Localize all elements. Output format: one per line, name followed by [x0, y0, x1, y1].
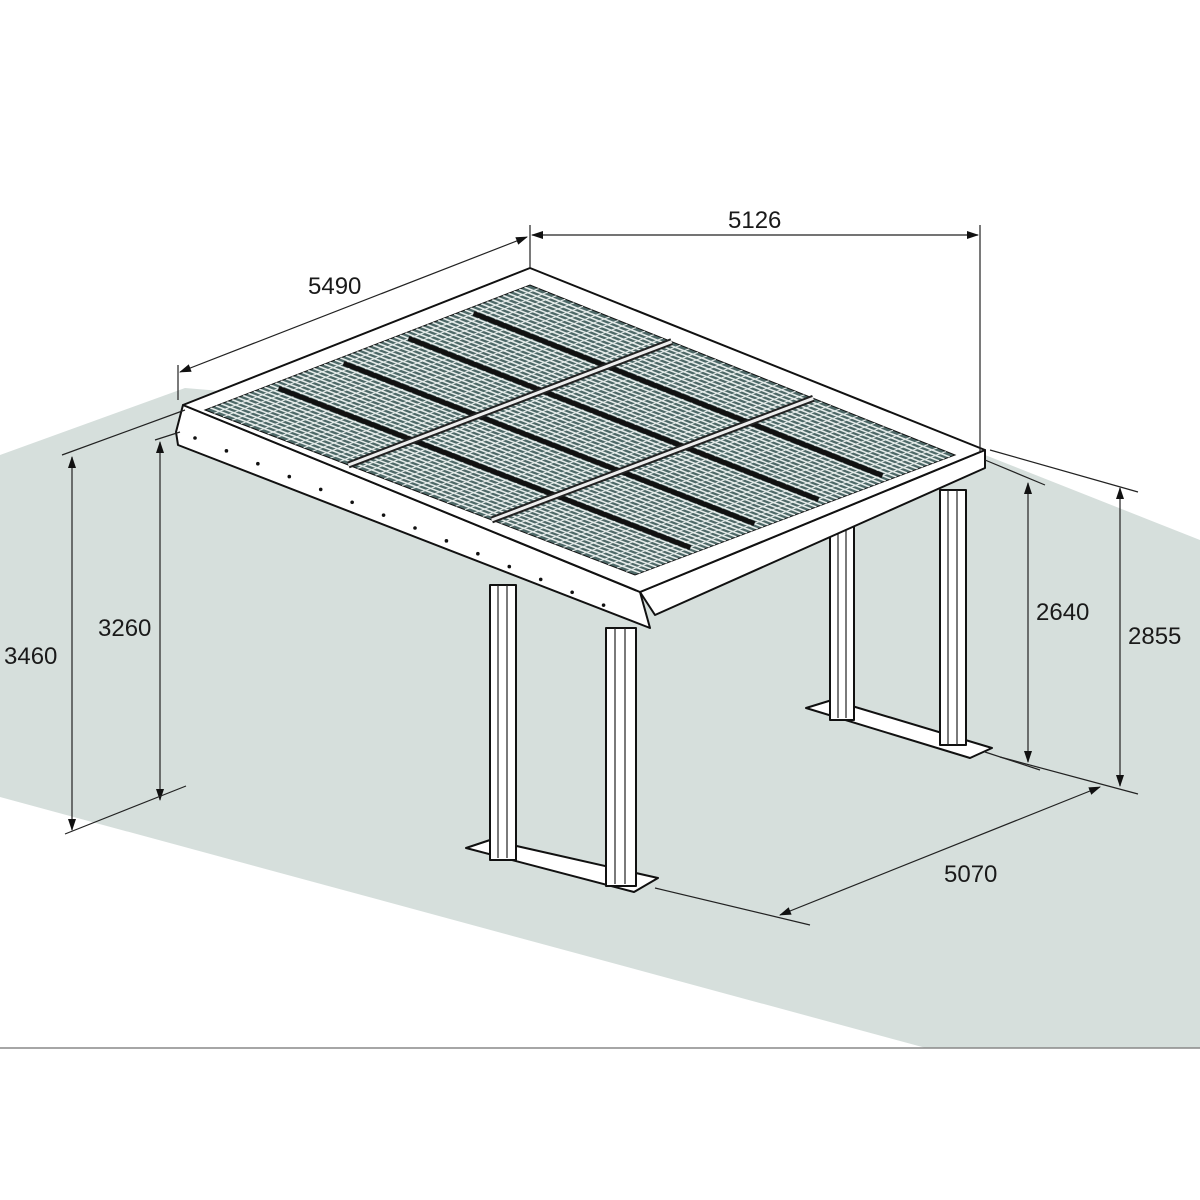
- glass-grid-pattern: [210, 286, 950, 574]
- bolt-hole: [413, 526, 417, 530]
- bolt-hole: [601, 603, 606, 607]
- glass-grid-line: [509, 404, 832, 528]
- glass-grid-line: [366, 348, 690, 473]
- glass-grid-line: [303, 323, 628, 449]
- glass-grid-line: [464, 387, 787, 511]
- glass-grid-line: [590, 436, 911, 559]
- dim-total-height-front: 3460: [4, 643, 57, 670]
- glass-grid-line: [607, 443, 929, 566]
- dim-clearance-front: 3260: [98, 615, 151, 642]
- roof-beam: [342, 361, 756, 526]
- bolt-hole: [476, 551, 480, 556]
- bolt-hole: [381, 513, 386, 517]
- glass-grid-line: [330, 334, 655, 459]
- roof-beam: [277, 385, 692, 551]
- bolt-hole: [507, 564, 512, 569]
- dimension-lines: [61, 225, 1139, 926]
- glass-grid-line: [536, 415, 858, 538]
- glass-grid-line: [518, 408, 841, 531]
- glass-grid-line: [616, 447, 938, 569]
- glass-grid-line: [563, 426, 885, 549]
- glass-grid-line: [357, 344, 681, 469]
- glass-grid-line: [339, 337, 664, 463]
- glass-grid-line: [554, 422, 876, 545]
- bolt-hole: [224, 449, 229, 453]
- glass-grid-line: [473, 390, 796, 514]
- bolt-hole: [193, 436, 197, 440]
- bolt-hole: [444, 539, 449, 543]
- bolt-hole: [538, 577, 543, 582]
- glass-grid-line: [410, 365, 734, 490]
- dim-post-spacing: 5070: [944, 861, 997, 888]
- panel-divider: [491, 396, 814, 522]
- dim-roof-depth: 5490: [308, 273, 361, 300]
- glass-grid-line: [383, 355, 708, 480]
- glass-grid-line: [446, 380, 770, 504]
- bolt-hole: [350, 500, 354, 505]
- glass-grid-line: [428, 373, 752, 497]
- bolt-hole: [318, 487, 323, 492]
- bolt-hole: [287, 474, 292, 479]
- glass-grid-line: [375, 351, 699, 476]
- glass-grid-line: [500, 401, 823, 524]
- glass-grid-line: [545, 419, 867, 542]
- rear-posts: [805, 489, 993, 759]
- bolt-hole: [256, 461, 260, 466]
- glass-grid-line: [598, 440, 920, 562]
- glass-grid-line: [401, 362, 725, 487]
- glass-grid-line: [321, 330, 646, 456]
- glass-grid-line: [312, 326, 637, 452]
- glass-grid-line: [572, 429, 894, 552]
- glass-grid-line: [625, 450, 947, 573]
- dim-total-height-rear: 2855: [1128, 623, 1181, 650]
- glass-grid-line: [392, 358, 717, 483]
- dim-roof-width: 5126: [728, 207, 781, 234]
- glass-grid-line: [419, 369, 743, 494]
- glass-grid-line: [581, 433, 903, 555]
- bolt-hole: [570, 590, 574, 595]
- roof-beam: [472, 311, 884, 478]
- glass-grid-line: [527, 411, 849, 535]
- glass-grid-line: [294, 319, 619, 445]
- dim-clearance-rear: 2640: [1036, 599, 1089, 626]
- fascia-bolts: [193, 436, 606, 607]
- front-posts: [465, 584, 659, 893]
- glass-grid-line: [455, 383, 779, 507]
- panel-divider: [347, 340, 673, 467]
- glass-grid-line: [437, 376, 761, 500]
- glass-grid-line: [276, 312, 602, 439]
- glass-grid-line: [285, 316, 610, 442]
- glass-grid-line: [482, 394, 805, 518]
